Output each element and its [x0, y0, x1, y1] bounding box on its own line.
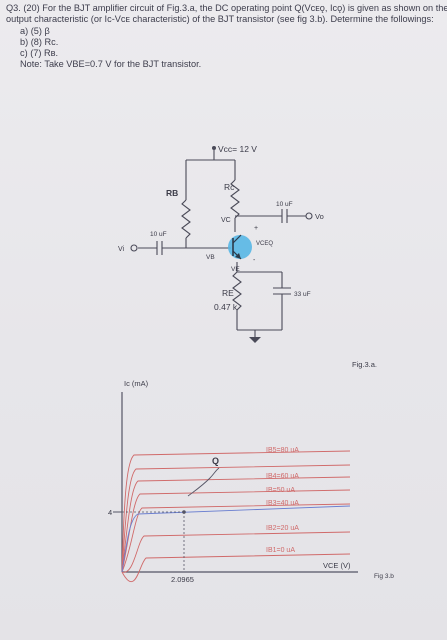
rb-resistor: [181, 199, 191, 239]
vcc-label: Vcc= 12 V: [218, 144, 257, 154]
question-note: Note: Take VBE=0.7 V for the BJT transis…: [20, 59, 202, 70]
circuit-diagram: [138, 150, 306, 337]
re-resistor: [232, 271, 242, 311]
curve-label-ib3: IB3=40 uA: [266, 500, 299, 507]
fig-3a-label: Fig.3.a.: [352, 360, 377, 369]
curve-ib4: [121, 476, 351, 573]
fig-3b-label: Fig 3.b: [374, 573, 394, 580]
curve-ib: [121, 489, 351, 573]
q-label: Q: [212, 456, 219, 466]
re-label: RE: [222, 288, 234, 298]
vceq-plus-sign: +: [254, 225, 258, 232]
x-tick-label: 2.0965: [171, 575, 194, 584]
npn-transistor-icon: [228, 234, 252, 260]
curve-label-ib1: IB1=0 uA: [266, 547, 295, 554]
curve-ib4a: [121, 464, 351, 573]
vcc-node-icon: [212, 146, 216, 150]
ib-curves: [121, 450, 351, 582]
vo-terminal-icon: [305, 212, 313, 220]
curve-ib1: [121, 553, 351, 582]
rb-label: RB: [166, 188, 178, 198]
curve-ib5: [121, 450, 351, 573]
question-item-c: c) (7) Rʙ.: [20, 48, 59, 59]
curve-label-ib2: IB2=20 uA: [266, 525, 299, 532]
curve-label-ib5: IB5=80 uA: [266, 447, 299, 454]
q-arrow-icon: [187, 467, 220, 497]
vceq-label: VCEQ: [256, 241, 273, 247]
curve-ib-50ua: [121, 505, 351, 573]
y-tick-label: 4: [108, 508, 112, 517]
question-item-b: b) (8) Rc.: [20, 36, 59, 47]
rc-resistor: [230, 179, 240, 219]
curve-label-ib4: IB4=60 uA: [266, 473, 299, 480]
input-cap-label: 10 uF: [150, 231, 167, 238]
curve-ib3: [121, 503, 351, 573]
vo-label: Vo: [315, 212, 324, 221]
question-line-1: Q3. (20) For the BJT amplifier circuit o…: [6, 3, 447, 13]
q-point-icon: [182, 510, 186, 514]
graph-x-label: VCE (V): [323, 561, 351, 570]
curve-label-ib: IB=50 uA: [266, 487, 295, 494]
vb-label: VB: [206, 254, 215, 261]
question-line-2: output characteristic (or Ic-Vᴄᴇ charact…: [6, 14, 434, 25]
output-cap-label: 10 uF: [276, 201, 293, 208]
curve-ib2: [121, 531, 351, 573]
re-value-label: 0.47 k: [214, 302, 238, 312]
ground-icon: [249, 337, 261, 343]
ce-label: 33 uF: [294, 291, 311, 298]
ve-label: VE: [231, 266, 240, 273]
vi-label: Vi: [118, 246, 125, 253]
question-item-a: a) (5) β: [20, 25, 50, 36]
vceq-minus-sign: -: [253, 257, 256, 264]
graph-y-label: Ic (mA): [124, 379, 149, 388]
vc-label: VC: [221, 217, 231, 224]
characteristic-graph: [113, 392, 358, 582]
vi-terminal-icon: [130, 244, 138, 252]
rc-label: Rc: [224, 182, 235, 192]
question-text: Q3. (20) For the BJT amplifier circuit o…: [6, 3, 447, 71]
